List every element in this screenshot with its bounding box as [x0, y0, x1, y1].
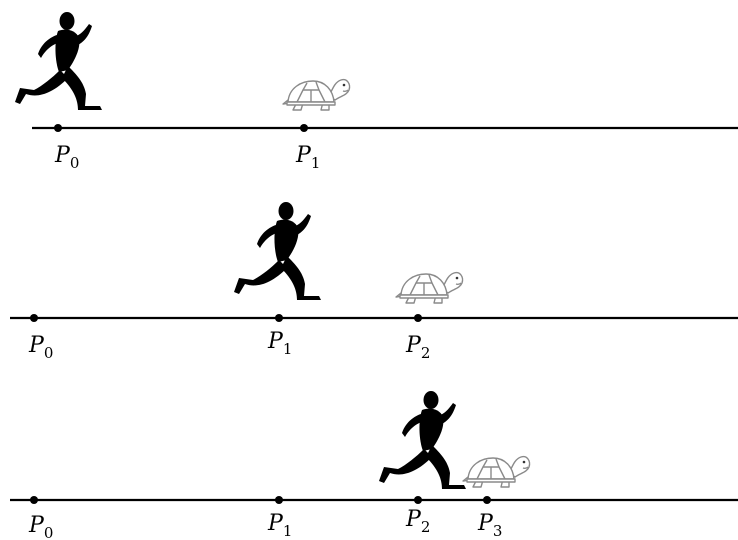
point-label-p0: P0 — [28, 513, 53, 540]
point-label-p2: P2 — [405, 507, 430, 536]
point-marker-p2 — [414, 314, 422, 322]
row-3: P0 P1 P2 P3 — [10, 391, 738, 540]
point-label-p3: P3 — [477, 511, 502, 540]
turtle-icon — [462, 455, 531, 488]
point-marker-p0 — [54, 124, 62, 132]
point-marker-p1 — [275, 314, 283, 322]
point-marker-p0 — [30, 496, 38, 504]
point-marker-p1 — [275, 496, 283, 504]
point-marker-p2 — [414, 496, 422, 504]
point-marker-p1 — [300, 124, 308, 132]
row-2: P0 P1 P2 — [10, 202, 738, 362]
runner-silhouette-icon — [379, 391, 466, 489]
runner-silhouette-icon — [15, 12, 102, 110]
runner-silhouette-icon — [234, 202, 321, 300]
point-marker-p3 — [483, 496, 491, 504]
row-1: P0 P1 — [15, 12, 738, 172]
point-label-p1: P1 — [295, 143, 320, 172]
turtle-icon — [282, 78, 351, 111]
point-label-p0: P0 — [54, 143, 79, 172]
point-label-p1: P1 — [267, 511, 292, 540]
point-label-p2: P2 — [405, 333, 430, 362]
point-marker-p0 — [30, 314, 38, 322]
turtle-icon — [395, 271, 464, 304]
point-label-p0: P0 — [28, 333, 53, 362]
point-label-p1: P1 — [267, 329, 292, 358]
